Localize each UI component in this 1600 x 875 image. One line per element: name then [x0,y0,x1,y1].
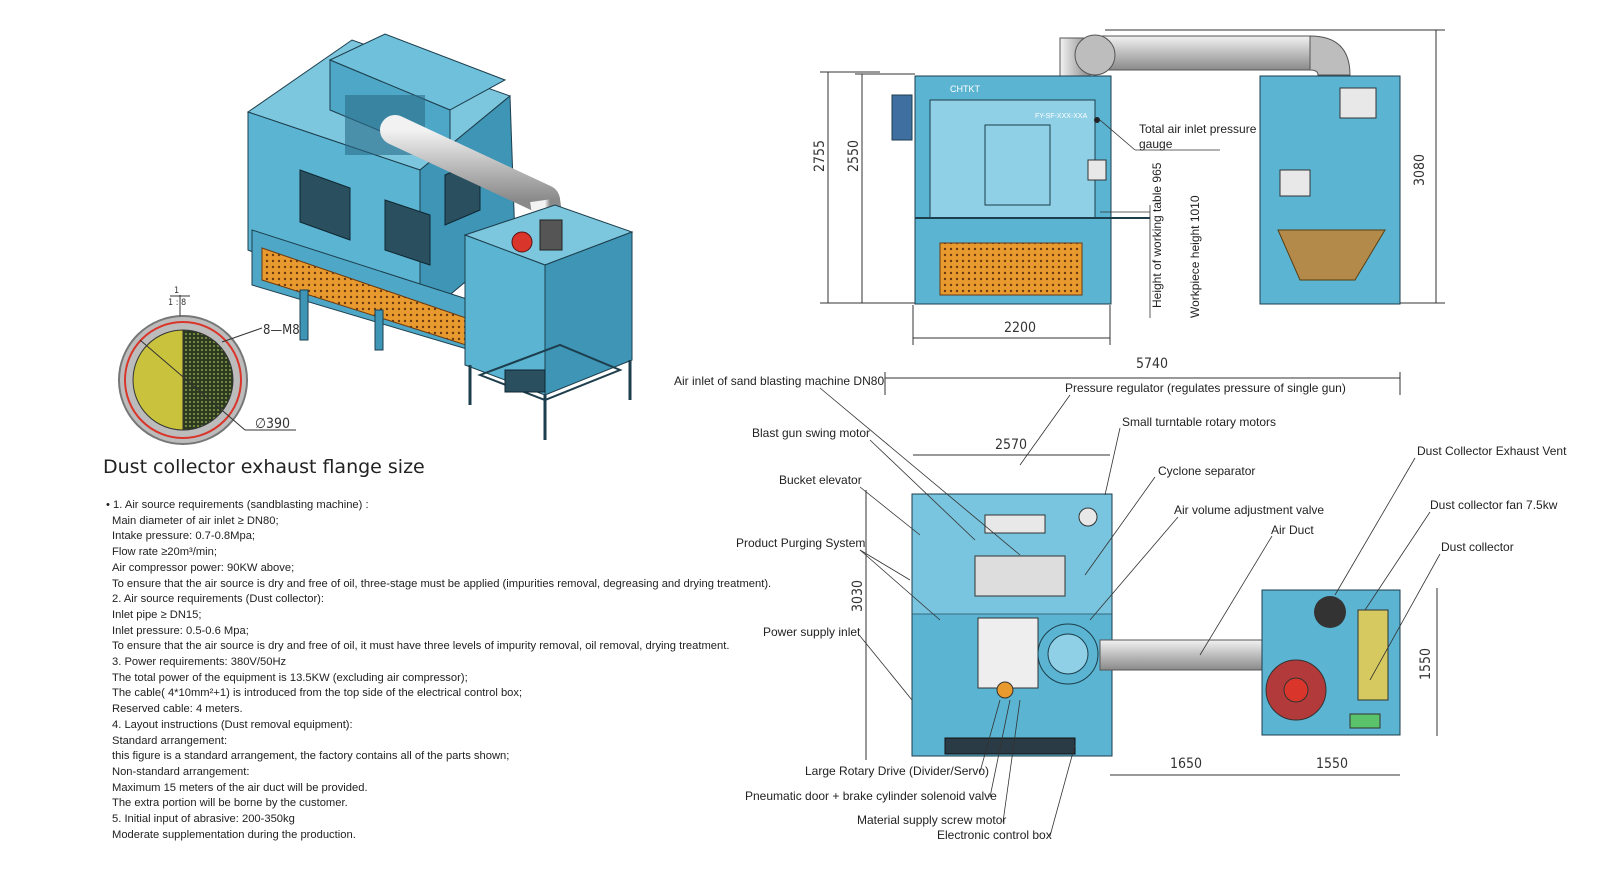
spec-line: To ensure that the air source is dry and… [112,577,772,590]
callout-blast-gun-motor: Blast gun swing motor [752,426,871,440]
callout-rotary-drive: Large Rotary Drive (Divider/Servo) [805,764,990,778]
spec-line: Inlet pipe ≥ DN15; [112,608,202,621]
spec-line: Flow rate ≥20m³/min; [112,546,217,559]
spec-line: The total power of the equipment is 13.5… [112,671,468,684]
dim-duct-length: 1650 [1170,756,1203,772]
dim-machine-depth: 3030 [850,579,866,612]
callout-screw-motor: Material supply screw motor [857,813,1007,827]
callout-turntable-motors: Small turntable rotary motors [1122,415,1277,429]
dim-collector-height: 3080 [1412,153,1428,186]
callout-exhaust-vent: Dust Collector Exhaust Vent [1417,444,1567,458]
callout-solenoid-valve: Pneumatic door + brake cylinder solenoid… [745,789,997,803]
spec-line: Moderate supplementation during the prod… [112,828,356,841]
label-pressure-gauge: Total air inlet pressure gauge [1139,122,1257,151]
spec-line: Reserved cable: 4 meters. [112,703,243,716]
top-view [819,119,1441,837]
spec-line: Non-standard arrangement: [112,765,250,778]
flange-caption: Dust collector exhaust flange size [103,456,425,478]
callout-control-box: Electronic control box [937,828,1052,842]
spec-line: 5. Initial input of abrasive: 200-350kg [112,813,295,826]
spec-line: 3. Power requirements: 380V/50Hz [112,656,287,669]
callout-cyclone: Cyclone separator [1158,464,1256,478]
dim-collector-depth: 1550 [1418,647,1434,680]
spec-line: 1. Air source requirements (sandblasting… [106,498,771,514]
dim-cabinet-height: 2550 [846,139,862,172]
dim-overall-height: 2755 [812,139,828,172]
spec-line: Air compressor power: 90KW above; [112,561,295,574]
flange-ratio-bottom: 1 : 8 [168,298,187,308]
spec-line: The extra portion will be borne by the c… [112,797,348,810]
label-table-height: Height of working table 965 [1150,162,1164,308]
callout-power-inlet: Power supply inlet [763,625,861,639]
callout-air-volume-valve: Air volume adjustment valve [1174,503,1325,517]
callout-pressure-regulator: Pressure regulator (regulates pressure o… [1065,381,1346,395]
flange-ratio-top: 1 [174,286,180,296]
spec-line: Maximum 15 meters of the air duct will b… [112,781,368,794]
flange-bolts-label: 8—M8 [263,323,300,338]
spec-line: Main diameter of air inlet ≥ DN80; [112,514,279,527]
flange-diameter-label: ∅390 [255,416,291,432]
spec-list: 1. Air source requirements (sandblasting… [106,498,771,843]
spec-line: Standard arrangement: [112,734,228,747]
callout-collector-fan: Dust collector fan 7.5kw [1430,498,1558,512]
spec-line: Inlet pressure: 0.5-0.6 Mpa; [112,624,249,637]
model-plate: FY-SF-XXX-XXA [1035,113,1088,120]
flange-drawing [118,295,296,445]
callout-air-duct: Air Duct [1271,523,1314,537]
callout-purging-system: Product Purging System [736,536,866,550]
spec-line: this figure is a standard arrangement, t… [112,750,510,763]
dim-front-width: 2200 [1004,320,1037,336]
brand-plate: CHTKT [950,84,980,94]
isometric-machine [246,33,634,440]
spec-line: Intake pressure: 0.7-0.8Mpa; [112,530,256,543]
label-workpiece-height: Workpiece height 1010 [1188,195,1202,318]
dim-machine-width: 2570 [995,437,1028,453]
callout-bucket-elevator: Bucket elevator [779,473,862,487]
callout-air-inlet: Air inlet of sand blasting machine DN80 [674,374,885,388]
front-view [820,29,1445,345]
callout-dust-collector: Dust collector [1441,540,1514,554]
spec-line: 4. Layout instructions (Dust removal equ… [112,718,353,731]
dim-collector-width: 1550 [1316,756,1349,772]
dim-overall-length: 5740 [1136,356,1169,372]
spec-line: 2. Air source requirements (Dust collect… [112,593,325,606]
spec-line: To ensure that the air source is dry and… [112,640,730,653]
spec-line: The cable( 4*10mm²+1) is introduced from… [112,687,523,700]
